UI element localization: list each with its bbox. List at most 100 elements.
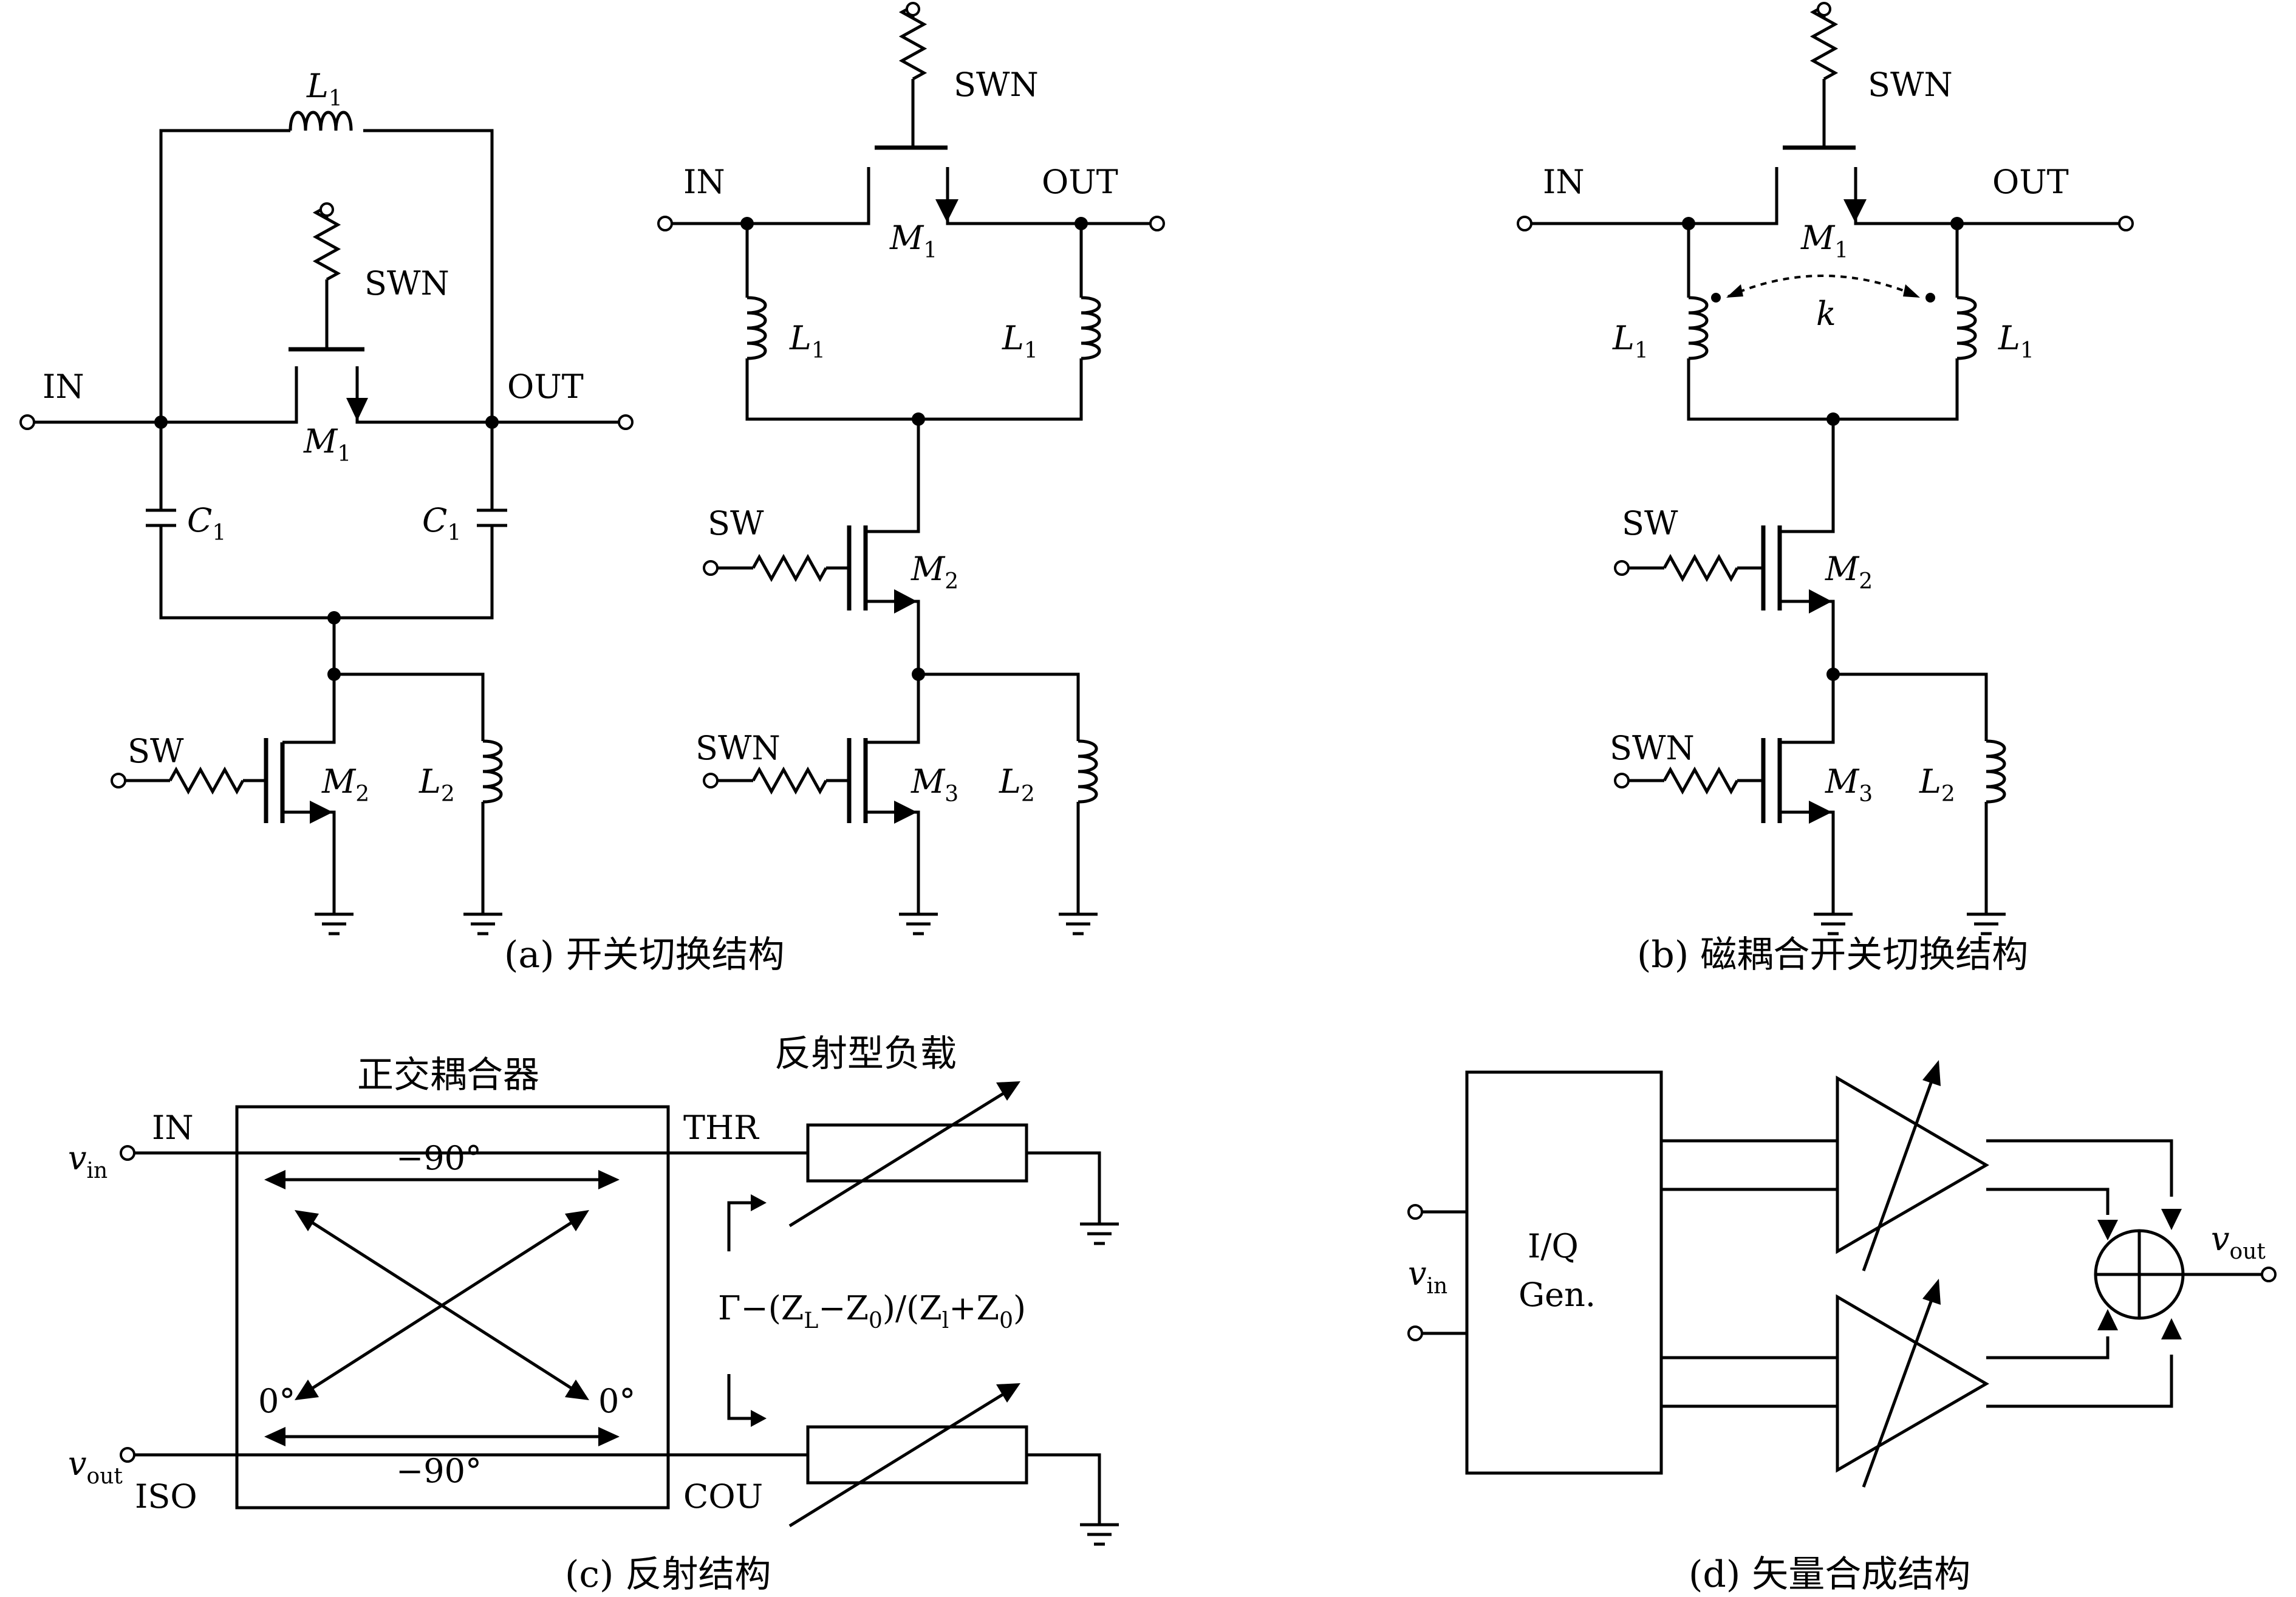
label-sw: SW (1622, 504, 1678, 542)
terminal-in (657, 216, 673, 231)
arrow-m2 (1809, 589, 1832, 614)
terminal-swn (906, 2, 920, 16)
terminal-in (19, 414, 35, 430)
load-bottom (806, 1425, 1028, 1485)
arrow-m2 (310, 801, 333, 824)
coupling-arc (1727, 275, 1919, 298)
terminal-swn (1817, 2, 1831, 16)
resistor-sw (753, 557, 826, 579)
label-sw: SW (128, 732, 184, 770)
amplifier-bottom (1836, 1294, 1989, 1473)
label-l1: L1 (306, 67, 343, 111)
inductor-l2 (1986, 741, 2004, 802)
terminal-sw (703, 560, 719, 576)
label-m1: M1 (889, 219, 937, 263)
label-swn: SWN (364, 264, 449, 303)
label-swn2: SWN (1610, 729, 1695, 767)
caption-a: (a) 开关切换结构 (504, 934, 785, 976)
ground-m3 (1814, 890, 1853, 934)
terminal-vin-2 (1407, 1325, 1423, 1341)
inductor-l1-right (1957, 298, 1975, 358)
label-in: IN (152, 1109, 194, 1147)
resistor-sw (1664, 557, 1737, 579)
label-phase-top: −90° (396, 1139, 482, 1177)
label-load: 反射型负载 (774, 1033, 957, 1075)
terminal-vout (2261, 1267, 2277, 1282)
label-l1-left: L1 (1612, 319, 1649, 363)
label-iso: ISO (135, 1477, 197, 1516)
arrow-m1 (1843, 199, 1867, 222)
ground-l2 (1967, 890, 2006, 934)
label-vout: vout (2211, 1220, 2266, 1264)
label-in: IN (43, 368, 84, 406)
label-out: OUT (1042, 163, 1118, 201)
ground-l2 (463, 890, 502, 934)
label-l2: L2 (999, 762, 1035, 807)
inductor-l1-left (1689, 298, 1707, 358)
inductor-l1 (290, 112, 351, 131)
label-sw: SW (708, 504, 764, 542)
terminal-out (618, 414, 634, 430)
label-iq-1: I/Q (1528, 1227, 1579, 1265)
label-k: k (1816, 295, 1836, 333)
label-m3: M3 (911, 762, 958, 807)
terminal-sw (1614, 560, 1630, 576)
resistor-swn2 (753, 770, 826, 792)
label-thr: THR (683, 1109, 759, 1147)
label-out: OUT (507, 368, 584, 406)
label-coupler: 正交耦合器 (357, 1054, 539, 1096)
label-in: IN (1543, 163, 1585, 201)
circuit-a-right: IN OUT SWN SW SWN M1 L1 L1 M2 M3 L2 (657, 2, 1165, 934)
ground-top (1080, 1200, 1119, 1243)
label-m3: M3 (1825, 762, 1873, 807)
inductor-l2 (1078, 741, 1096, 802)
circuit-d: I/Q Gen. vin vout (1407, 1060, 2277, 1488)
caption-c: (c) 反射结构 (565, 1553, 771, 1596)
label-l2: L2 (1919, 762, 1955, 807)
terminal-out (1149, 216, 1165, 231)
label-vin: vin (68, 1139, 108, 1183)
load-top (806, 1123, 1028, 1183)
label-m2: M2 (321, 762, 369, 807)
label-l2: L2 (419, 762, 455, 807)
arrow-m3 (894, 801, 917, 824)
terminal-vin-1 (1407, 1204, 1423, 1220)
label-c1-right: C1 (422, 501, 461, 545)
label-l1-right: L1 (1998, 319, 2034, 363)
label-vout: vout (68, 1445, 123, 1489)
label-l1-right: L1 (1002, 319, 1038, 363)
label-iq-2: Gen. (1519, 1276, 1596, 1314)
terminal-vout (120, 1447, 135, 1463)
ground-m3 (899, 890, 938, 934)
inductor-l1-left (747, 298, 765, 358)
arrow-m1 (935, 199, 958, 222)
label-zero-right: 0° (598, 1382, 635, 1420)
coupling-arrow-right (1903, 284, 1920, 298)
terminal-swn (319, 202, 334, 217)
label-m1: M1 (1800, 219, 1848, 263)
terminal-vin (120, 1145, 135, 1161)
label-cou: COU (683, 1477, 763, 1516)
circuit-c: 正交耦合器 反射型负载 IN THR ISO COU −90° −90° 0° … (68, 1033, 1119, 1544)
caption-b: (b) 磁耦合开关切换结构 (1637, 934, 2028, 976)
ground-bottom (1080, 1500, 1119, 1544)
inductor-l1-right (1081, 298, 1099, 358)
circuit-b: IN OUT SWN SW SWN k M1 L1 L1 M2 M3 L2 (1517, 2, 2134, 934)
label-l1-left: L1 (789, 319, 825, 363)
arrow-m1 (346, 398, 368, 421)
resistor-sw (170, 770, 243, 792)
arrow-m3 (1809, 801, 1832, 824)
label-m1: M1 (303, 422, 351, 467)
quadrature-coupler-box (235, 1105, 670, 1510)
circuit-a-left: IN OUT SWN SW L1 M1 C1 C1 M2 L2 (19, 67, 634, 934)
label-swn: SWN (954, 66, 1039, 104)
terminal-in (1517, 216, 1532, 231)
label-swn2: SWN (695, 729, 781, 767)
inductor-l2 (483, 741, 501, 802)
label-phase-bottom: −90° (396, 1452, 482, 1490)
amplifier-top (1836, 1075, 1989, 1254)
label-swn: SWN (1868, 66, 1953, 104)
label-vin: vin (1408, 1254, 1447, 1299)
caption-d: (d) 矢量合成结构 (1689, 1553, 1970, 1596)
